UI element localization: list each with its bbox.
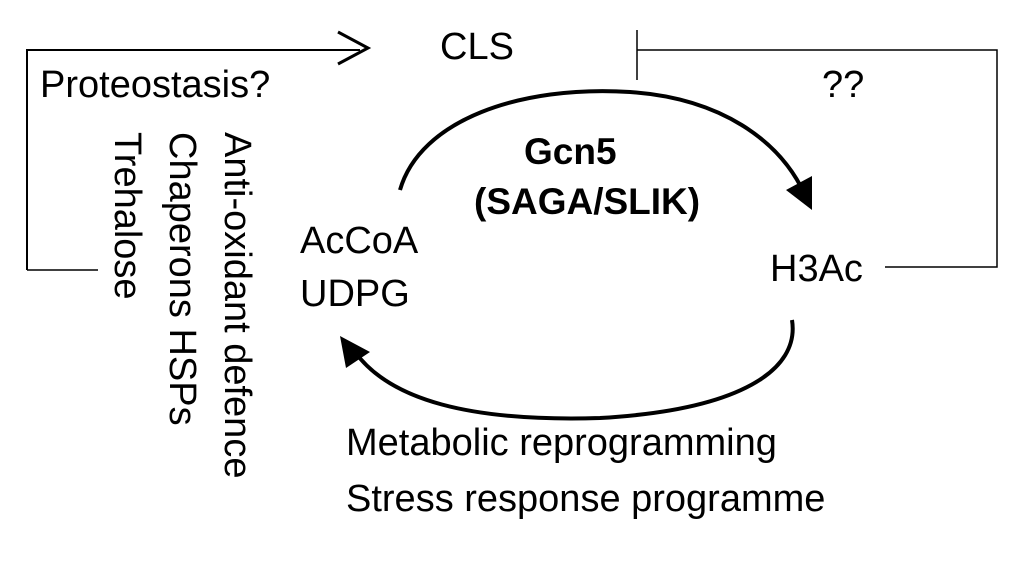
antioxidant-label: Anti-oxidant defence <box>216 132 258 479</box>
trehalose-label: Trehalose <box>106 132 148 300</box>
stress-response-label: Stress response programme <box>346 478 826 520</box>
metabolic-reprogramming-label: Metabolic reprogramming <box>346 422 777 464</box>
reprogramming-arrowhead <box>340 336 370 368</box>
cls-arrowhead <box>337 30 372 66</box>
udpg-label: UDPG <box>300 273 410 315</box>
h3ac-label: H3Ac <box>770 248 863 290</box>
proteostasis-label: Proteostasis? <box>40 64 271 106</box>
saga-slik-label: (SAGA/SLIK) <box>474 181 701 222</box>
proteostasis-bracket-line <box>26 49 360 270</box>
cls-label: CLS <box>440 26 514 68</box>
acetylation-arrowhead <box>786 176 812 210</box>
acetylation-arrow <box>398 89 807 196</box>
reprogramming-arrow <box>353 319 795 421</box>
gcn5-label: Gcn5 <box>524 131 617 172</box>
chaperons-label: Chaperons HSPs <box>161 132 203 426</box>
unknown-label: ?? <box>822 64 865 106</box>
h3ac-inhibition-line <box>637 49 998 268</box>
accoa-label: AcCoA <box>300 220 419 262</box>
